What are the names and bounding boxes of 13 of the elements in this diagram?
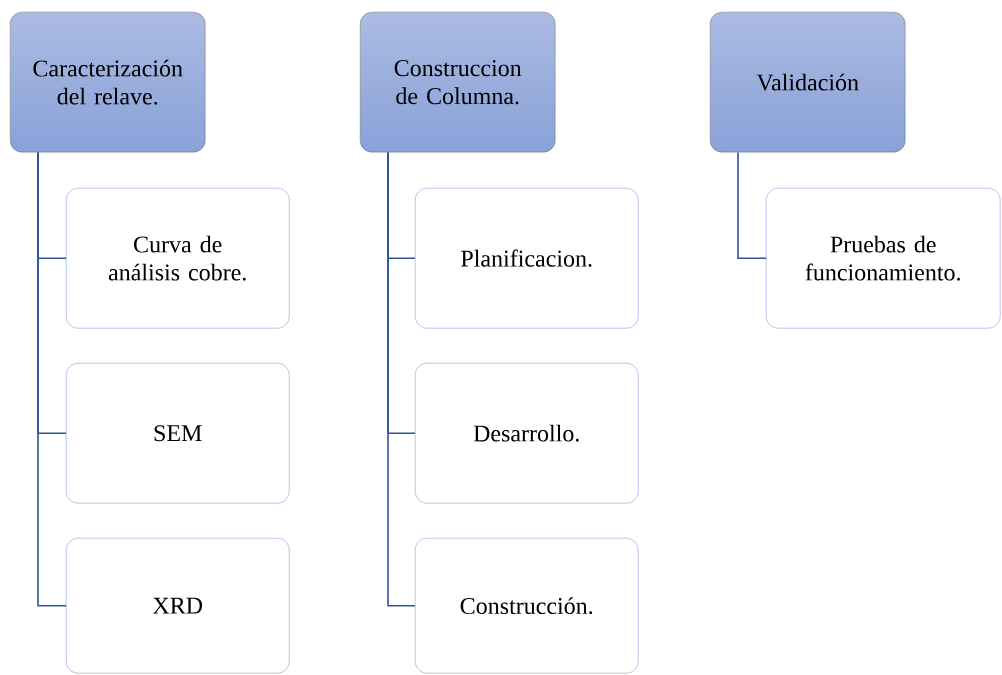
task-box: Construcción. (415, 538, 639, 674)
header-box: Construccion de Columna. (360, 12, 556, 153)
connector-line (37, 151, 67, 607)
connector-line (737, 151, 767, 259)
header-box: Caracterización del relave. (10, 12, 206, 153)
task-box: Planificacion. (415, 188, 639, 329)
task-box: Pruebas de funcionamiento. (766, 188, 1001, 329)
task-box: SEM (66, 363, 290, 504)
header-box: Validación (710, 12, 906, 153)
connector-line (387, 151, 416, 607)
task-box: XRD (66, 538, 290, 674)
task-box: Desarrollo. (415, 363, 639, 504)
task-box: Curva de análisis cobre. (66, 188, 290, 329)
